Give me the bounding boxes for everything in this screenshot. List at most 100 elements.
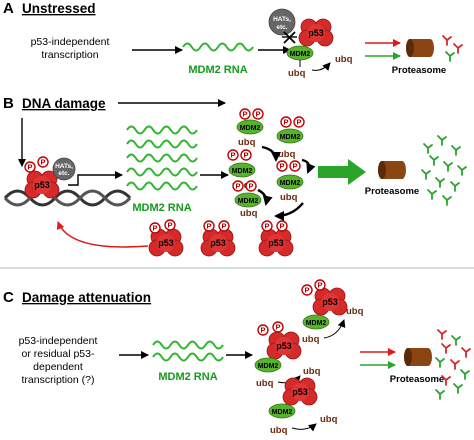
- phospho-label: P: [283, 118, 288, 127]
- panel-b-proteasome-label: Proteasome: [365, 186, 419, 197]
- svg-text:ubq: ubq: [303, 366, 321, 377]
- svg-text:MDM2: MDM2: [238, 198, 259, 205]
- phospho-label: P: [279, 162, 284, 171]
- panel-b-free-p53-1: p53 P P: [148, 219, 184, 257]
- phospho-label: P: [27, 163, 32, 172]
- svg-text:ubq: ubq: [302, 334, 320, 345]
- svg-text:p53: p53: [34, 180, 50, 190]
- panel-c-rna-wave-1: [152, 340, 224, 350]
- svg-text:ubq: ubq: [280, 192, 298, 203]
- svg-text:p53: p53: [210, 238, 226, 248]
- svg-text:ubq: ubq: [346, 306, 364, 317]
- svg-text:p53: p53: [276, 341, 292, 351]
- panel-a-title: Unstressed: [22, 1, 96, 16]
- panel-b-proteasome: [378, 161, 406, 179]
- svg-text:etc.: etc.: [276, 24, 287, 31]
- svg-text:MDM2: MDM2: [272, 409, 293, 416]
- svg-text:ubq: ubq: [240, 208, 258, 219]
- panel-b-dna: [3, 189, 132, 207]
- panel-b-big-green-arrow: [318, 159, 366, 185]
- panel-b-hats: HATs, etc.: [52, 157, 76, 181]
- panel-b-mdm2-right-2: P P MDM2 ubq: [276, 160, 304, 203]
- svg-text:p53: p53: [308, 28, 324, 38]
- svg-text:MDM2: MDM2: [280, 180, 301, 187]
- svg-text:ubq: ubq: [270, 425, 288, 436]
- panel-b-mdm2-bottom: P P MDM2 ubq: [232, 180, 262, 219]
- phospho-label: P: [264, 222, 269, 231]
- phospho-label: P: [235, 182, 240, 191]
- svg-text:HATs,: HATs,: [55, 163, 73, 170]
- panel-b-mdm2-right-1: P P MDM2 ubq: [276, 116, 305, 160]
- panel-b-free-p53-2: p53 P P: [200, 220, 236, 257]
- phospho-label: P: [167, 221, 172, 230]
- svg-text:p53: p53: [158, 238, 174, 248]
- phospho-label: P: [275, 323, 280, 332]
- panel-c-letter: C: [3, 289, 14, 306]
- panel-a-fragments: [442, 35, 463, 62]
- panel-a-block-x: [282, 31, 297, 44]
- phospho-label: P: [260, 326, 265, 335]
- panel-c-rna-label: MDM2 RNA: [158, 371, 217, 383]
- panel-c-title: Damage attenuation: [22, 290, 151, 305]
- svg-text:ubq: ubq: [278, 149, 296, 160]
- phospho-label: P: [221, 222, 226, 231]
- panel-b-rna-label: MDM2 RNA: [132, 202, 191, 214]
- svg-text:ubq: ubq: [256, 378, 274, 389]
- panel-a-proteasome: [406, 39, 434, 57]
- panel-c-rna-wave-2: [152, 352, 224, 362]
- panel-a-ubq-right: ubq: [335, 54, 353, 65]
- panel-c: C Damage attenuation p53-independent or …: [3, 279, 471, 436]
- panel-b-ubq-turnover-arrows: [257, 145, 316, 221]
- panel-b-letter: B: [3, 95, 14, 112]
- phospho-label: P: [279, 222, 284, 231]
- panel-c-text-line3: dependent: [33, 361, 83, 373]
- phospho-label: P: [248, 182, 253, 191]
- svg-text:p53: p53: [292, 387, 308, 397]
- phospho-label: P: [40, 158, 45, 167]
- phospho-label: P: [296, 118, 301, 127]
- panel-a-hats: HATs, etc.: [268, 8, 296, 36]
- phospho-label: P: [243, 151, 248, 160]
- phospho-label: P: [317, 281, 322, 290]
- svg-text:MDM2: MDM2: [232, 168, 253, 175]
- panel-b-arrow-transcription: [68, 171, 123, 186]
- panel-b: B DNA damage p53 P P HATs, etc. MDM2 RNA: [3, 95, 467, 257]
- panel-c-text-line2: or residual p53-: [22, 348, 95, 360]
- panel-a-text-line2: transcription: [41, 49, 98, 61]
- panel-a-text-line1: p53-independent: [31, 36, 110, 48]
- panel-c-proteasome-label: Proteasome: [390, 374, 444, 385]
- panel-a: A Unstressed p53-independent transcripti…: [3, 0, 463, 79]
- panel-b-mdm2-top: P P MDM2 ubq: [236, 108, 264, 148]
- phospho-label: P: [152, 224, 157, 233]
- svg-text:ubq: ubq: [320, 414, 338, 425]
- svg-text:p53: p53: [322, 297, 338, 307]
- svg-text:MDM2: MDM2: [240, 125, 261, 132]
- panel-a-letter: A: [3, 0, 14, 17]
- panel-b-fragments: [421, 135, 467, 206]
- svg-text:MDM2: MDM2: [258, 363, 279, 370]
- panel-b-title: DNA damage: [22, 96, 106, 111]
- phospho-label: P: [304, 286, 309, 295]
- panel-a-proteasome-label: Proteasome: [392, 65, 446, 76]
- phospho-label: P: [230, 151, 235, 160]
- panel-c-proteasome: [404, 348, 432, 366]
- panel-a-ubq-bottom: ubq: [288, 68, 306, 79]
- panel-b-red-feedback-arrow: [56, 221, 149, 248]
- svg-text:p53: p53: [268, 238, 284, 248]
- phospho-label: P: [242, 110, 247, 119]
- svg-text:HATs,: HATs,: [273, 16, 291, 23]
- svg-text:MDM2: MDM2: [290, 51, 311, 58]
- panel-c-text-line4: transcription (?): [22, 374, 95, 386]
- panel-a-rna-label: MDM2 RNA: [188, 64, 247, 76]
- phospho-label: P: [206, 222, 211, 231]
- panel-b-rna-waves: [126, 125, 198, 191]
- panel-a-rna-wave: [182, 42, 254, 52]
- svg-text:ubq: ubq: [238, 137, 256, 148]
- panel-c-complex-top: p53 P P MDM2 ubq ubq: [301, 279, 364, 345]
- phospho-label: P: [292, 162, 297, 171]
- phospho-label: P: [255, 110, 260, 119]
- panel-b-free-p53-3: p53 P P: [258, 220, 294, 257]
- panel-c-complex-bottom: p53 MDM2 ubq ubq: [268, 377, 338, 436]
- svg-text:MDM2: MDM2: [280, 134, 301, 141]
